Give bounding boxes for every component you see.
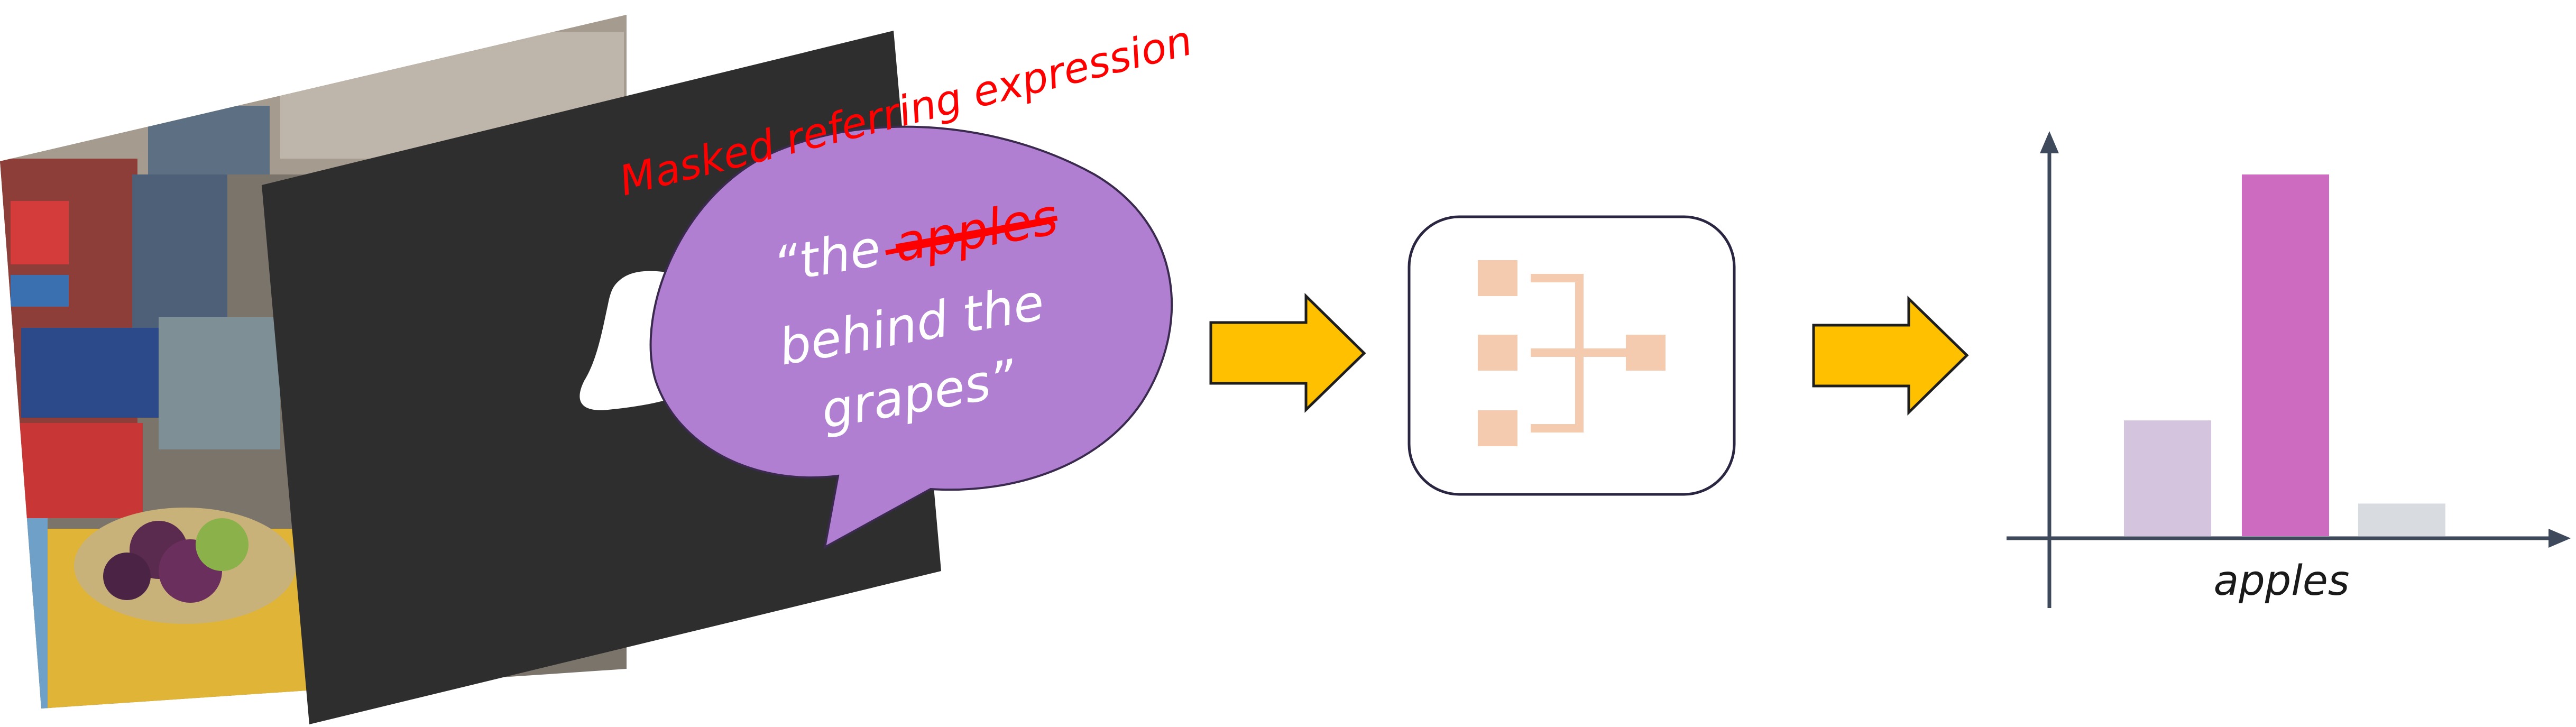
speech-bubble: [649, 125, 1173, 549]
right-arrow-icon: [1209, 293, 1366, 413]
bar-chart: apples: [2007, 131, 2571, 608]
y-axis-arrowhead: [2040, 131, 2059, 153]
right-arrow-icon: [1812, 296, 1969, 416]
bar-1: [2124, 420, 2211, 536]
bars-group: [2124, 174, 2445, 536]
bar-2: [2242, 174, 2329, 536]
x-axis-label: apples: [2213, 557, 2349, 605]
network-graph-icon: [1478, 260, 1666, 446]
x-axis-arrowhead: [2549, 529, 2571, 548]
strike-line: [885, 219, 1047, 255]
bar-3: [2358, 503, 2445, 536]
